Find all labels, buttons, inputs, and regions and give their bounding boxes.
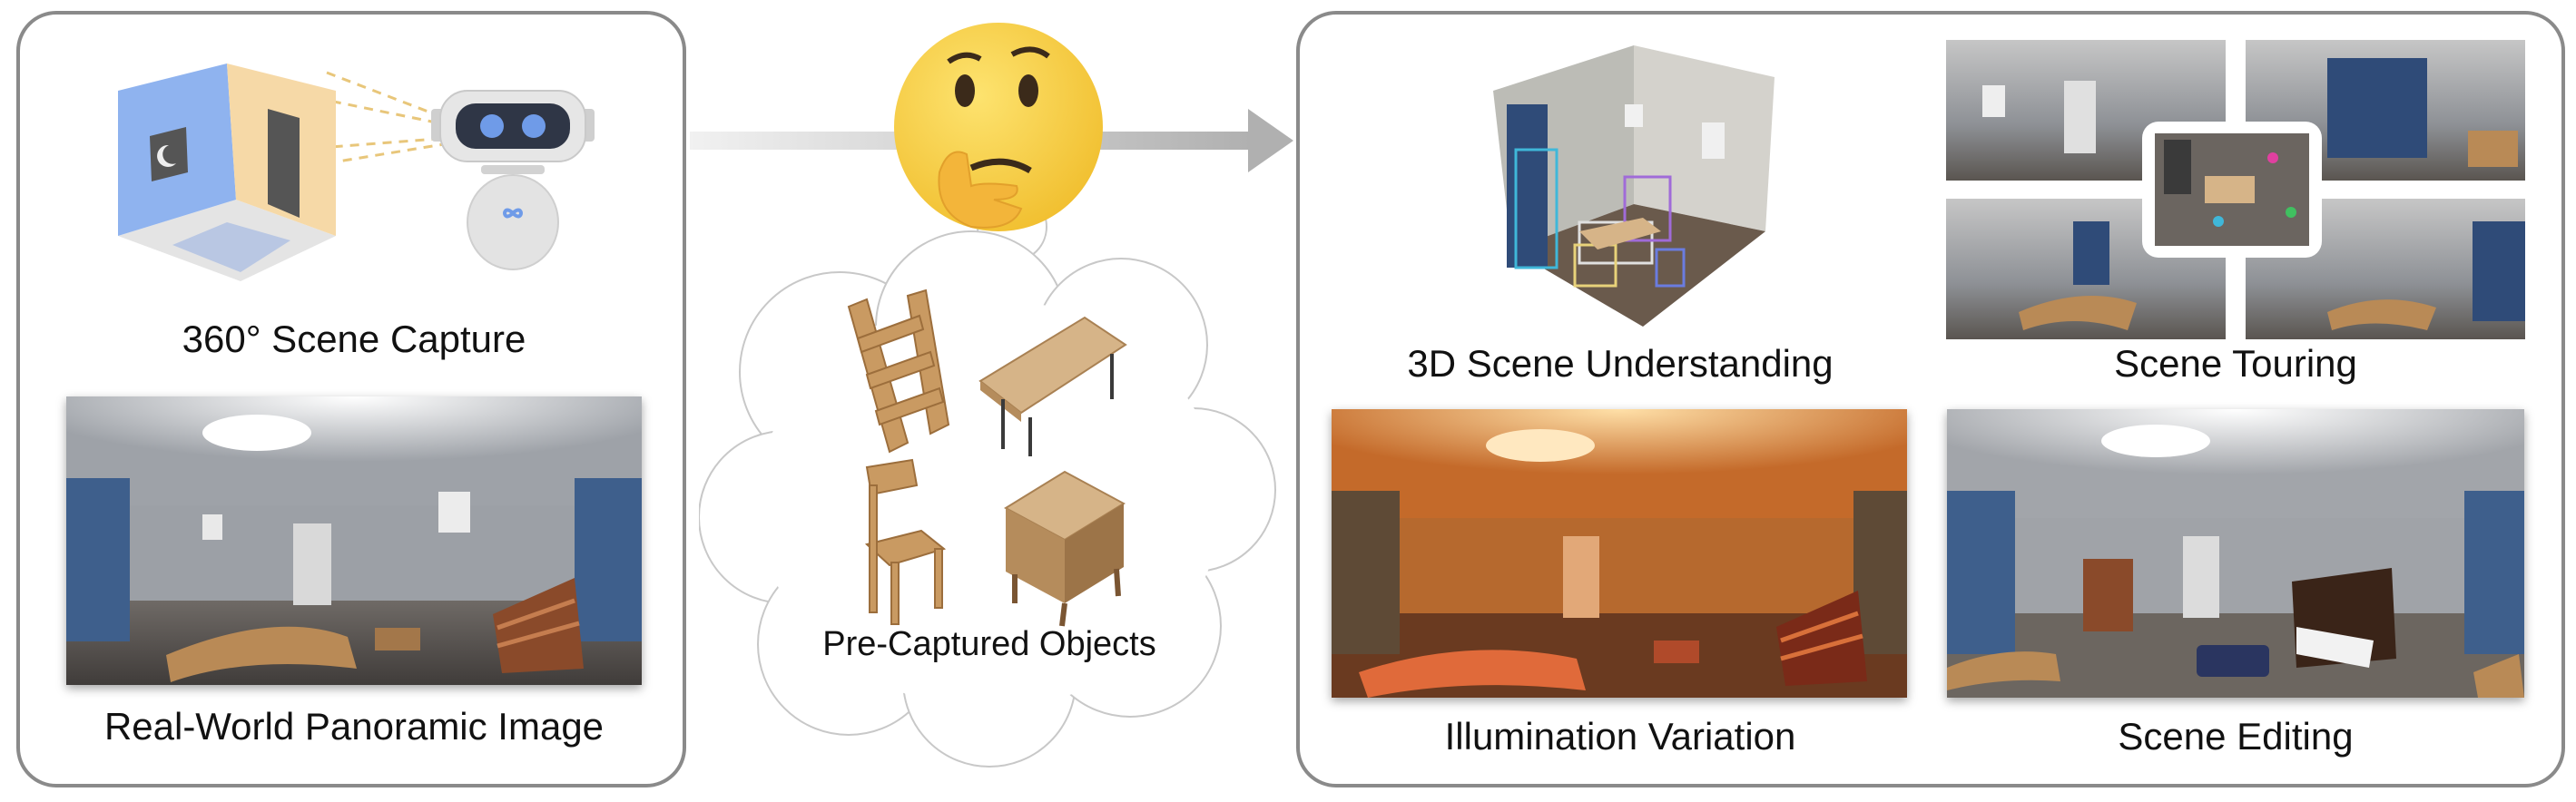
understanding-caption: 3D Scene Understanding: [1407, 342, 1834, 385]
editing-caption: Scene Editing: [2118, 715, 2354, 758]
table-icon: [976, 313, 1130, 463]
tour-view-bottom-right: [2246, 199, 2525, 339]
robot-icon: [431, 90, 595, 270]
capture-illustration: [100, 54, 608, 299]
editing-panorama: [1947, 409, 2524, 698]
bookshelf-icon: [840, 289, 958, 461]
side-table-icon: [997, 467, 1133, 631]
touring-caption: Scene Touring: [2114, 342, 2357, 385]
capture-caption: 360° Scene Capture: [182, 318, 526, 360]
thinking-face-icon: [885, 18, 1112, 245]
scene-3d-illustration: [1489, 41, 1779, 331]
illumination-panorama: [1332, 409, 1907, 698]
objects-caption: Pre-Captured Objects: [822, 625, 1156, 663]
illumination-caption: Illumination Variation: [1444, 715, 1796, 758]
tour-view-top-right: [2246, 40, 2525, 181]
real-world-panorama: [66, 396, 642, 685]
chair-icon: [853, 458, 953, 626]
thought-cloud: [699, 191, 1280, 780]
pano-caption: Real-World Panoramic Image: [103, 705, 605, 748]
scene-touring-mosaic: [1946, 40, 2525, 339]
